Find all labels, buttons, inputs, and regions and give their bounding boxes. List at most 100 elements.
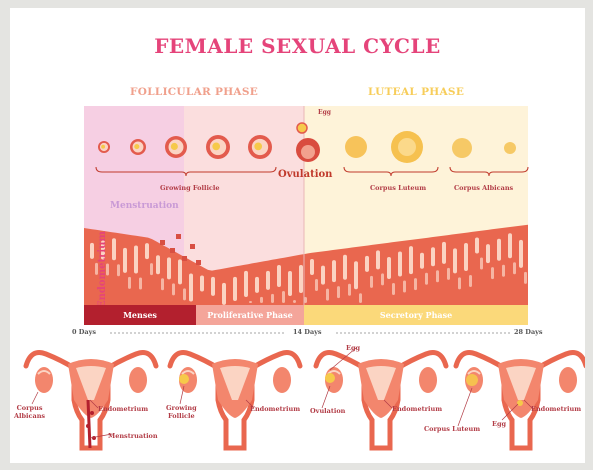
endometrial-gland: [524, 272, 527, 284]
corpus-albicans-label: Corpus Albicans: [454, 184, 513, 192]
uterus-1-left-label: Corpus Albicans: [14, 404, 45, 420]
uterus-4-left-label: Corpus Luteum: [424, 425, 480, 433]
endometrial-gland: [491, 267, 494, 279]
endometrial-gland: [161, 278, 164, 290]
endometrial-gland: [409, 246, 413, 274]
follicle-1-oocyte: [101, 145, 105, 149]
follicle-5-oocyte: [254, 143, 262, 151]
endometrial-gland: [178, 259, 182, 284]
endometrial-gland: [392, 283, 395, 295]
uterus-3-egg: [325, 373, 335, 383]
endometrial-gland: [354, 261, 358, 289]
endometrial-gland: [486, 244, 490, 263]
uterus-4-right-ovary: [559, 367, 577, 393]
released-egg: [297, 123, 307, 133]
uterus-2-right-ovary: [273, 367, 291, 393]
endometrial-gland: [112, 238, 116, 260]
endometrial-gland: [519, 240, 523, 268]
follicle-2-oocyte: [134, 144, 139, 149]
menstrual-flow: [88, 400, 90, 448]
endometrial-gland: [475, 238, 479, 254]
menstruation-label: Menstruation: [110, 201, 179, 211]
growing-follicle-label: Growing Follicle: [160, 184, 219, 192]
uterus-3-right-ovary: [419, 367, 437, 393]
endometrial-gland: [365, 256, 369, 272]
endometrial-gland: [90, 243, 94, 259]
uterus-2-right-label: Endometrium: [250, 405, 300, 413]
endometrial-gland: [123, 248, 127, 273]
uterus-4-right-label: Endometrium: [531, 405, 581, 413]
endometrial-gland: [332, 260, 336, 282]
day-0-label: 0 Days: [72, 328, 96, 336]
endometrial-gland: [387, 257, 391, 279]
endometrial-gland: [403, 281, 406, 293]
shedding-fragment: [196, 260, 201, 265]
endometrial-gland: [222, 283, 226, 305]
endometrial-gland: [376, 250, 380, 269]
day-28-label: 28 Days: [514, 328, 543, 336]
endometrial-gland: [453, 248, 457, 273]
endometrial-gland: [156, 255, 160, 274]
leader-line-0: [32, 392, 38, 404]
diagram-title: FEMALE SEXUAL CYCLE: [10, 34, 585, 58]
leader-line-6: [322, 386, 330, 408]
secretory-band: Secretory Phase: [304, 305, 528, 325]
endometrial-gland: [183, 288, 186, 300]
endometrial-gland: [255, 277, 259, 293]
egg-label: Egg: [318, 109, 331, 116]
endometrial-gland: [502, 265, 505, 277]
endometrial-gland: [436, 270, 439, 282]
follicle-3-oocyte: [171, 143, 178, 150]
ovulation-label: Ovulation: [278, 169, 332, 180]
shedding-fragment: [190, 244, 195, 249]
endometrial-gland: [200, 276, 204, 292]
endometrial-gland: [348, 284, 351, 296]
shedding-fragment: [176, 234, 181, 239]
uterus-1-right-label: Endometrium: [98, 405, 148, 413]
endometrial-gland: [359, 293, 362, 303]
endometrial-gland: [497, 239, 501, 261]
follicle-4-oocyte: [212, 143, 220, 151]
uterus-1-bottom-label: Menstruation: [108, 432, 158, 440]
endometrial-gland: [310, 259, 314, 275]
endometrial-gland: [233, 277, 237, 301]
endometrial-gland: [167, 257, 171, 279]
endometrial-gland: [139, 278, 142, 290]
blood-drop: [86, 424, 90, 428]
endometrial-gland: [425, 273, 428, 285]
ovulating-follicle-core: [301, 145, 315, 159]
uterus-2-follicle: [179, 374, 189, 384]
follicular-phase-label: FOLLICULAR PHASE: [130, 86, 258, 98]
endometrial-gland: [458, 277, 461, 289]
uterus-3-left-label: Ovulation: [310, 407, 345, 415]
corpus-luteum-small: [345, 136, 367, 158]
corpus-albicans-1: [452, 138, 472, 158]
endometrial-gland: [315, 279, 318, 291]
endometrial-gland: [172, 283, 175, 295]
endometrial-gland: [381, 273, 384, 285]
endometrial-gland: [266, 271, 270, 290]
menses-band: Menses: [84, 305, 196, 325]
endometrial-gland: [271, 294, 274, 303]
endometrial-gland: [145, 243, 149, 259]
endometrial-gland: [299, 265, 303, 293]
endometrial-gland: [277, 265, 281, 287]
endometrial-gland: [128, 277, 131, 289]
endometrial-gland: [260, 297, 263, 303]
endometrial-gland: [134, 246, 138, 274]
leader-line-8: [458, 388, 472, 426]
endometrial-gland: [288, 271, 292, 296]
uterus-2-left-label: Growing Follicle: [166, 404, 197, 420]
endometrial-gland: [420, 253, 424, 269]
endometrial-gland: [398, 252, 402, 277]
uterus-2: [170, 353, 300, 449]
uterus-3: [316, 353, 446, 449]
endometrial-gland: [343, 255, 347, 280]
endometrial-gland: [321, 266, 325, 285]
uterus-4-corpus-luteum: [466, 374, 478, 386]
endometrial-gland: [189, 273, 193, 301]
endometrial-gland: [464, 243, 468, 271]
blood-drop: [90, 411, 94, 415]
endometrial-gland: [508, 233, 512, 258]
corpus-albicans-2: [504, 142, 516, 154]
